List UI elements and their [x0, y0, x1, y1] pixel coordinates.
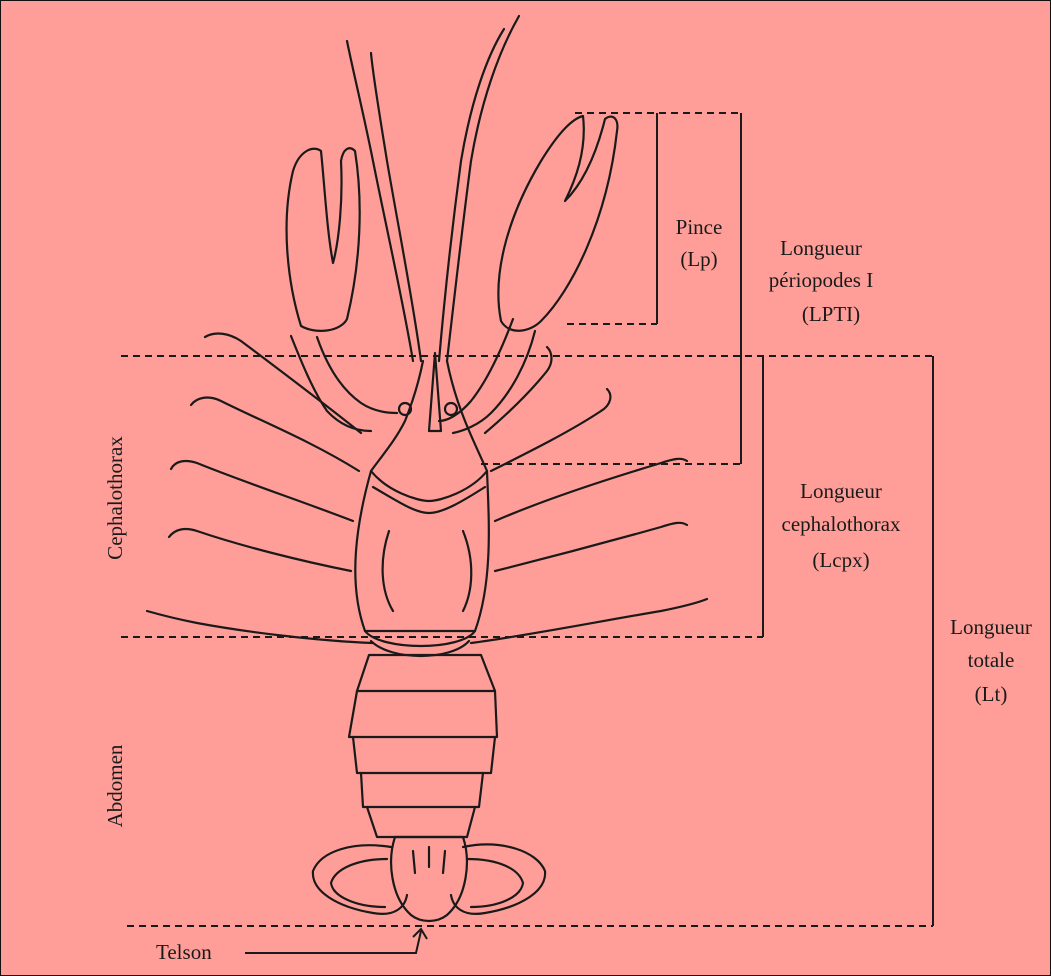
label-cephalothorax-line1: Longueur — [800, 479, 882, 503]
label-pince-abbr: (Lp) — [680, 247, 717, 271]
label-region-cephalothorax: Cephalothorax — [103, 436, 127, 560]
label-periopodes-line1: Longueur — [780, 236, 862, 260]
label-totale-line2: totale — [968, 648, 1015, 672]
label-totale-abbr: (Lt) — [975, 682, 1008, 706]
label-cephalothorax-abbr: (Lcpx) — [812, 548, 869, 572]
label-periopodes-line2: périopodes I — [769, 268, 873, 292]
label-region-abdomen: Abdomen — [103, 744, 127, 827]
label-periopodes-abbr: (LPTI) — [802, 302, 860, 326]
label-totale-line1: Longueur — [950, 615, 1032, 639]
label-pince-title: Pince — [676, 215, 723, 239]
label-cephalothorax-line2: cephalothorax — [782, 512, 901, 536]
label-telson: Telson — [156, 940, 212, 964]
